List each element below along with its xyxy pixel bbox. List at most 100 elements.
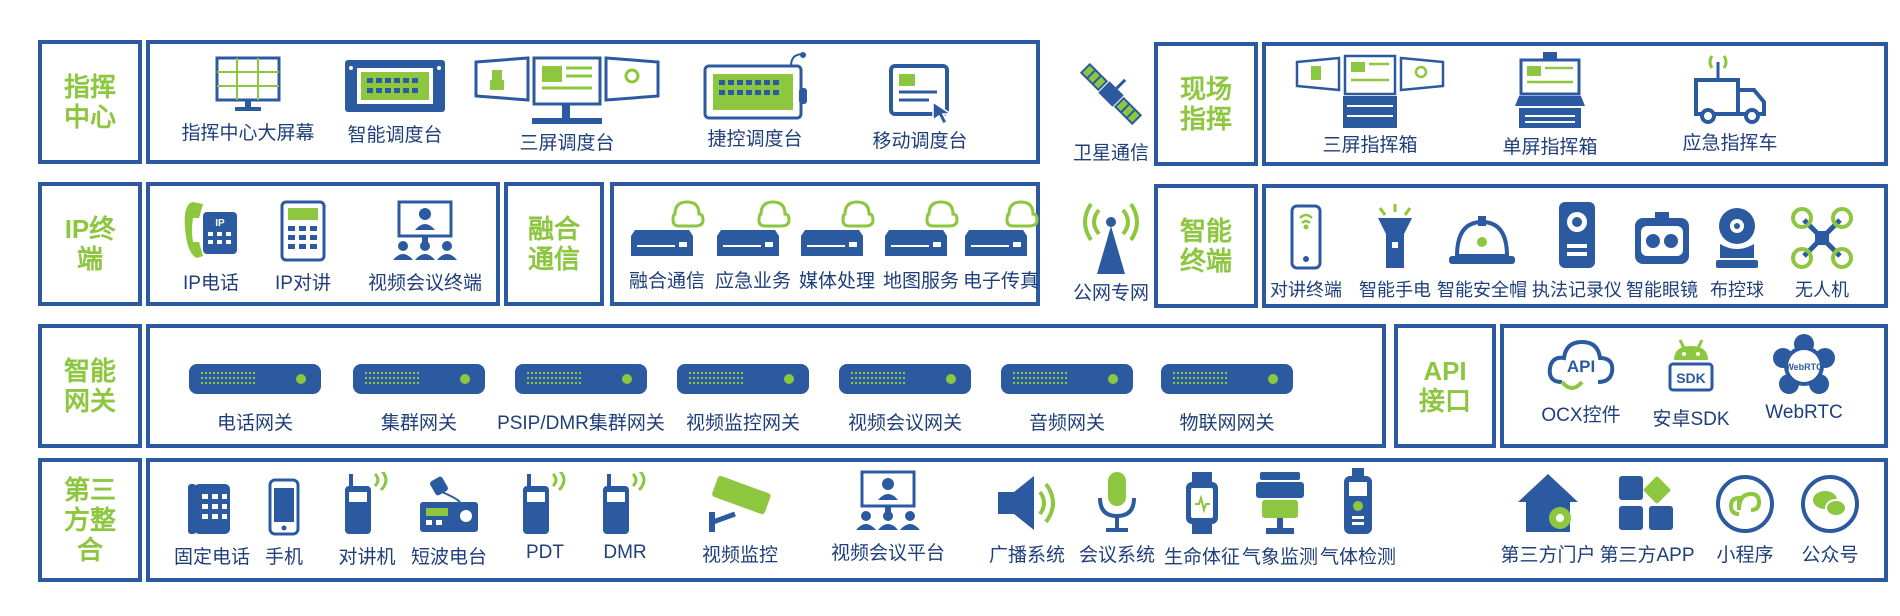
weather-monitor-label: 气象监测: [1241, 547, 1318, 568]
cloud-server-icon: [885, 200, 959, 256]
gateway-appliance-icon: [353, 364, 485, 394]
mobile-phone-label: 手机: [264, 547, 303, 568]
weather-station-icon: [1256, 472, 1304, 534]
gateway-label: 视频会议网关: [847, 413, 962, 434]
big-screen-icon: [215, 56, 281, 111]
api-cloud-icon: API: [1547, 339, 1615, 390]
gateway-label: 音频网关: [1028, 413, 1105, 434]
webrtc-icon-text: WebRTC: [1785, 362, 1823, 372]
server-label: 融合通信: [628, 271, 705, 292]
gas-detection-label: 气体检测: [1319, 547, 1396, 568]
android-sdk-label: 安卓SDK: [1652, 409, 1730, 430]
ptz-ball-label: 布控球: [1710, 280, 1764, 300]
dmr-item: DMR: [590, 472, 660, 564]
video-conf-platform-item: 视频会议平台: [818, 470, 958, 565]
intercom-terminal-label: 对讲终端: [1270, 280, 1342, 300]
drone-item: 无人机: [1782, 206, 1862, 302]
gateway-item: 电话网关: [180, 362, 330, 435]
smart-glasses-item: 智能眼镜: [1622, 210, 1702, 302]
server-item: 地图服务: [880, 196, 962, 293]
cloud-server-icon: [717, 200, 791, 256]
mobile-console-item: 移动调度台: [850, 62, 990, 153]
gas-detector-icon: [1344, 468, 1372, 534]
tablet-console-icon: [889, 64, 954, 126]
drone-icon: [1791, 207, 1853, 269]
server-item: 媒体处理: [796, 196, 878, 293]
gateway-item: 视频监控网关: [668, 362, 818, 435]
smart-helmet-label: 智能安全帽: [1437, 280, 1527, 300]
cloud-server-icon: [965, 200, 1039, 256]
official-account-icon: [1801, 475, 1859, 533]
video-conf-terminal-icon: [393, 200, 457, 260]
vital-signs-item: 生命体征: [1160, 470, 1244, 569]
satellite-icon: [1079, 62, 1143, 126]
emergency-vehicle-label: 应急指挥车: [1682, 133, 1778, 154]
mini-program-icon: [1716, 475, 1774, 533]
android-sdk-item: SDK 安卓SDK: [1646, 336, 1736, 431]
big-screen-item: 指挥中心大屏幕: [178, 56, 318, 145]
gateway-appliance-icon: [1161, 364, 1293, 394]
ip-phone-icon: IP: [184, 202, 237, 258]
conference-system-label: 会议系统: [1078, 545, 1155, 566]
shortwave-radio-icon: [420, 476, 478, 532]
category-smart-gateway: 智能 网关: [38, 324, 142, 448]
dmr-radio-icon: [603, 472, 646, 534]
helmet-icon: [1449, 216, 1515, 264]
smart-helmet-item: 智能安全帽: [1432, 214, 1532, 302]
landline-phone-icon: [188, 484, 230, 534]
shortwave-radio-item: 短波电台: [404, 474, 494, 569]
ptz-camera-icon: [1716, 208, 1758, 268]
single-command-box-icon: [1515, 52, 1585, 128]
cloud-server-icon: [801, 200, 875, 256]
gateway-appliance-icon: [1001, 364, 1133, 394]
speaker-icon: [998, 476, 1055, 530]
ip-intercom-icon: [280, 200, 326, 262]
drone-label: 无人机: [1795, 280, 1849, 300]
public-network-item: 公网专网: [1056, 200, 1166, 305]
sdk-icon-text: SDK: [1676, 370, 1706, 386]
server-label: 电子传真: [962, 271, 1039, 292]
video-conf-platform-icon: [856, 470, 920, 530]
public-network-label: 公网专网: [1072, 283, 1149, 304]
ip-phone-item: IP IP电话: [166, 198, 256, 295]
video-surveillance-item: 视频监控: [690, 474, 790, 567]
gateway-appliance-icon: [839, 364, 971, 394]
walkie-talkie-label: 对讲机: [338, 547, 396, 568]
video-surveillance-label: 视频监控: [701, 545, 778, 566]
server-label: 应急业务: [714, 271, 791, 292]
dmr-label: DMR: [603, 542, 647, 563]
landline-label: 固定电话: [173, 547, 250, 568]
pdt-label: PDT: [526, 542, 564, 563]
gateway-item: 集群网关: [344, 362, 494, 435]
category-smart-terminal: 智能 终端: [1154, 184, 1258, 308]
ptz-ball-item: 布控球: [1702, 204, 1772, 302]
official-account-item: 公众号: [1792, 474, 1868, 567]
mini-program-label: 小程序: [1716, 545, 1774, 566]
gateway-item: 视频会议网关: [830, 362, 980, 435]
mobile-console-label: 移动调度台: [872, 131, 968, 152]
pdt-radio-icon: [523, 472, 566, 534]
mobile-phone-icon: [268, 478, 300, 536]
gateway-label: 集群网关: [380, 413, 457, 434]
dispatch-console-item: 智能调度台: [330, 58, 460, 147]
third-party-app-label: 第三方APP: [1599, 545, 1695, 566]
cloud-server-icon: [631, 200, 705, 256]
portable-console-icon: [703, 52, 807, 120]
body-camera-label: 执法记录仪: [1532, 280, 1622, 300]
mini-program-item: 小程序: [1704, 474, 1786, 567]
category-ip-terminal: IP终 端: [38, 182, 142, 306]
category-converged-comm: 融合 通信: [504, 182, 604, 306]
body-camera-icon: [1559, 202, 1595, 268]
android-sdk-icon: SDK: [1668, 339, 1714, 392]
gateway-appliance-icon: [189, 364, 321, 394]
broadcast-system-item: 广播系统: [980, 472, 1074, 567]
gateway-label: 视频监控网关: [685, 413, 800, 434]
webrtc-icon: WebRTC: [1773, 334, 1835, 394]
walkie-talkie-item: 对讲机: [332, 472, 402, 569]
server-label: 媒体处理: [798, 271, 875, 292]
ocx-control-item: API OCX控件: [1536, 336, 1626, 427]
single-command-box-label: 单屏指挥箱: [1502, 137, 1598, 158]
microphone-icon: [1098, 472, 1136, 532]
ocx-control-label: OCX控件: [1541, 405, 1621, 426]
third-party-app-item: 第三方APP: [1596, 474, 1698, 567]
